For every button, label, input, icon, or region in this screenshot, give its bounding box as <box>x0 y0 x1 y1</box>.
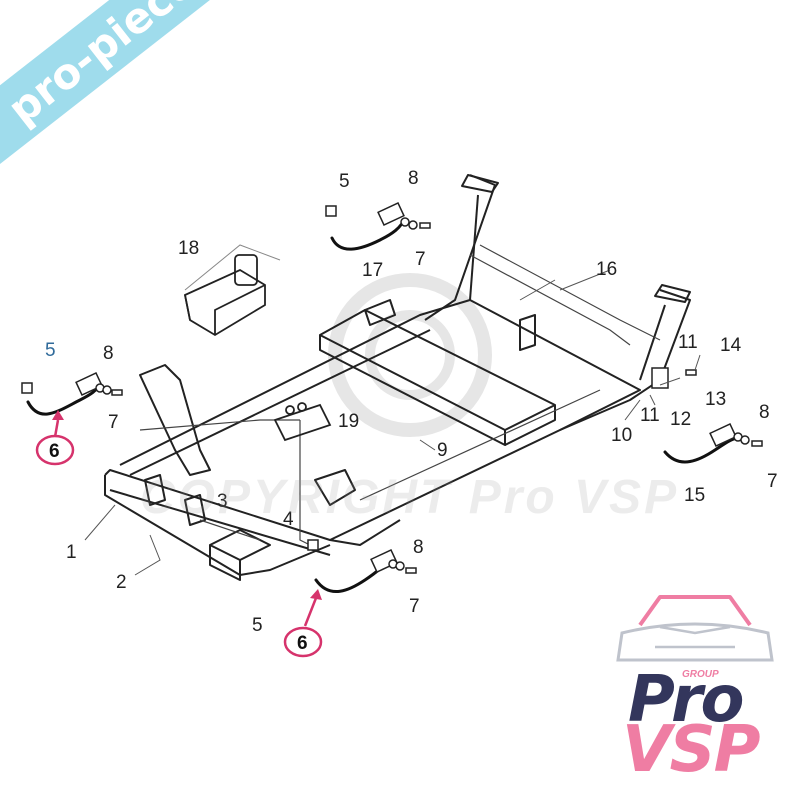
part-label-13: 13 <box>705 389 726 410</box>
part-label-8-top: 8 <box>408 168 419 189</box>
part-label-15: 15 <box>684 485 705 506</box>
flexible-hoses <box>26 218 742 594</box>
part-label-6-bottom: 6 <box>297 633 308 654</box>
part-label-12: 12 <box>670 409 691 430</box>
brake-reservoir <box>183 244 281 337</box>
brake-pipes <box>139 244 661 546</box>
part-label-5-bottom: 5 <box>252 615 263 636</box>
part-label-1: 1 <box>66 542 77 563</box>
logo-vsp-text: VSP <box>622 713 761 787</box>
part-label-5-top: 5 <box>339 171 350 192</box>
part-label-9: 9 <box>437 440 448 461</box>
watermark-circle <box>328 273 492 437</box>
car-front-icon <box>616 595 774 662</box>
part-label-16: 16 <box>596 259 617 280</box>
logo-group-text: GROUP <box>682 669 719 680</box>
part-label-3: 3 <box>217 491 228 512</box>
leader-lines <box>84 269 701 576</box>
highlight-callouts <box>35 410 323 658</box>
part-label-7-top: 7 <box>415 249 426 270</box>
part-label-4: 4 <box>283 509 294 530</box>
part-label-8-right: 8 <box>759 402 770 423</box>
part-label-18: 18 <box>178 238 199 259</box>
part-label-11-a: 11 <box>678 332 698 353</box>
fittings <box>21 202 763 574</box>
part-label-14: 14 <box>720 335 742 356</box>
logo-pro-text: Pro <box>628 663 744 737</box>
part-label-17: 17 <box>362 260 383 281</box>
part-label-10: 10 <box>611 425 632 446</box>
copyright-watermark: COPYRIGHT Pro VSP <box>140 471 680 524</box>
part-label-7-left: 7 <box>108 412 119 433</box>
part-label-7-bottom: 7 <box>409 596 420 617</box>
master-cylinder <box>273 402 332 442</box>
part-label-19: 19 <box>338 411 359 432</box>
part-label-8-bottom: 8 <box>413 537 424 558</box>
part-label-6-left: 6 <box>49 441 60 462</box>
part-label-11-b: 11 <box>640 405 660 426</box>
pro-vsp-logo: GROUP Pro VSP <box>600 585 790 787</box>
part-label-5-left: 5 <box>45 340 56 361</box>
part-label-2: 2 <box>116 572 127 593</box>
part-label-8-left: 8 <box>103 343 114 364</box>
part-label-7-right: 7 <box>767 471 778 492</box>
